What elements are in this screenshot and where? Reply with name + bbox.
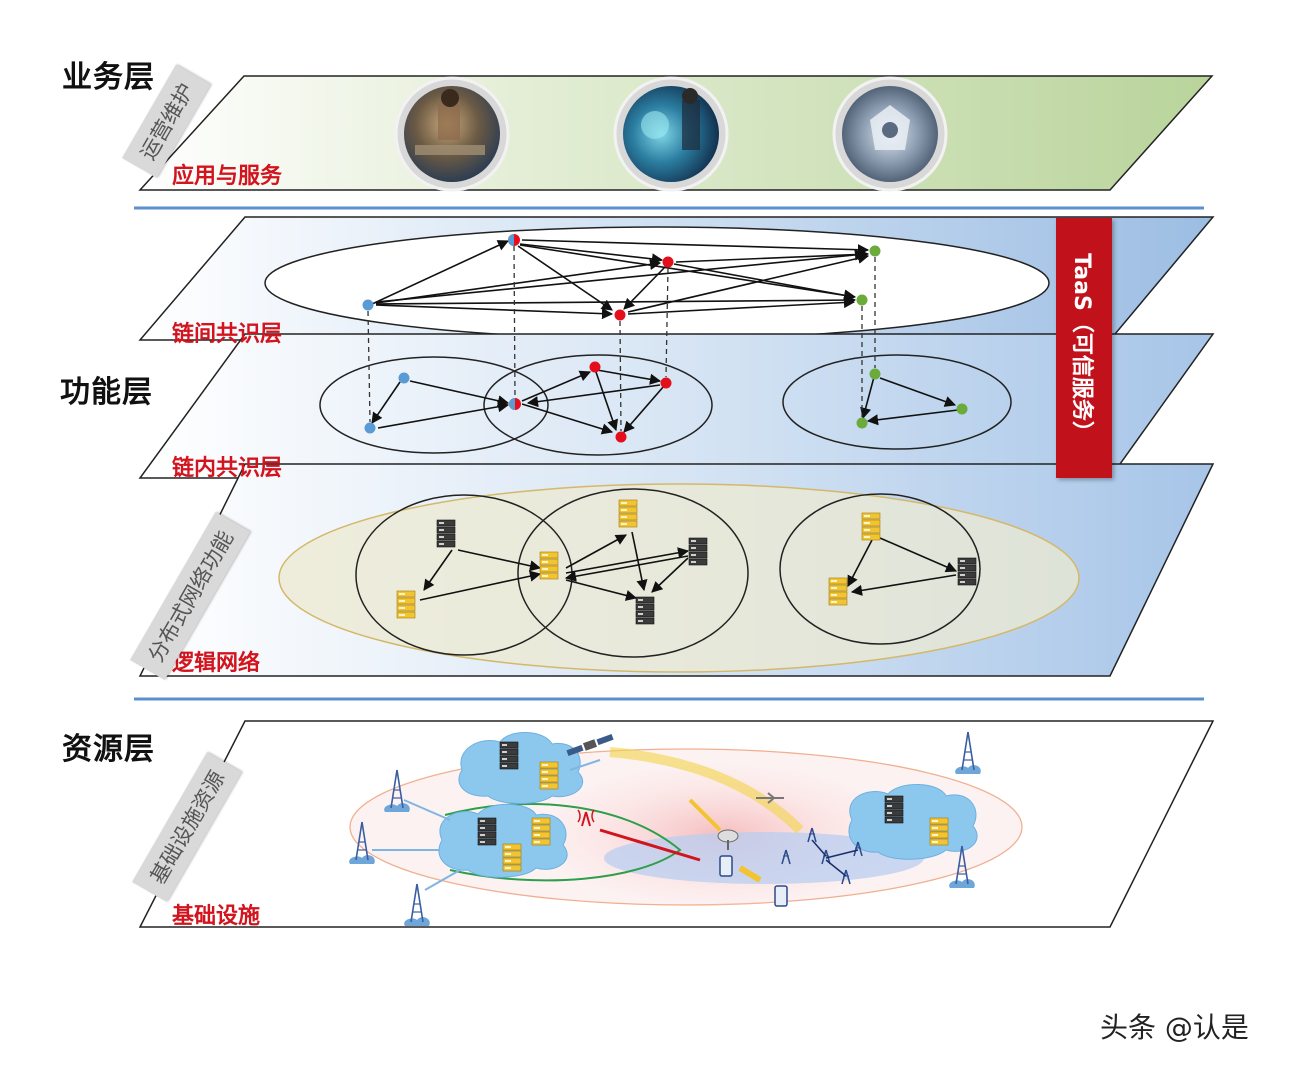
inter-chain-plane <box>138 216 1215 341</box>
cloud-left <box>438 803 568 878</box>
airplane <box>756 792 784 804</box>
business-plane <box>138 75 1214 192</box>
plane-label-infrastructure: 基础设施 <box>172 904 261 929</box>
taas-banner: TaaS（可信服务） <box>1056 218 1112 478</box>
taas-label: TaaS（可信服务） <box>1069 253 1094 443</box>
plane-label-intra-chain: 链内共识层 <box>172 456 283 481</box>
cloud-top <box>458 731 584 804</box>
intra-chain-nodes <box>364 361 968 443</box>
watermark: 头条 @认是 <box>1100 1011 1249 1044</box>
service-photo-1 <box>394 76 510 192</box>
inter-chain-nodes <box>362 234 881 321</box>
logical-network-plane <box>138 463 1215 677</box>
infrastructure-plane <box>138 720 1215 928</box>
mobile-devices <box>719 855 788 907</box>
plane-label-apps-services: 应用与服务 <box>172 164 283 189</box>
satellite <box>566 733 614 757</box>
service-photo-3 <box>832 76 948 192</box>
service-photo-2 <box>613 76 729 192</box>
red-radio-tower <box>577 809 595 827</box>
plane-label-inter-chain: 链间共识层 <box>172 322 283 347</box>
layer-label-business: 业务层 <box>62 60 155 95</box>
satellite-dish <box>717 829 739 850</box>
plane-label-logical-network: 逻辑网络 <box>172 651 261 676</box>
cloud-right <box>848 783 978 860</box>
layer-label-resource: 资源层 <box>62 732 155 767</box>
layer-label-function: 功能层 <box>60 375 153 410</box>
